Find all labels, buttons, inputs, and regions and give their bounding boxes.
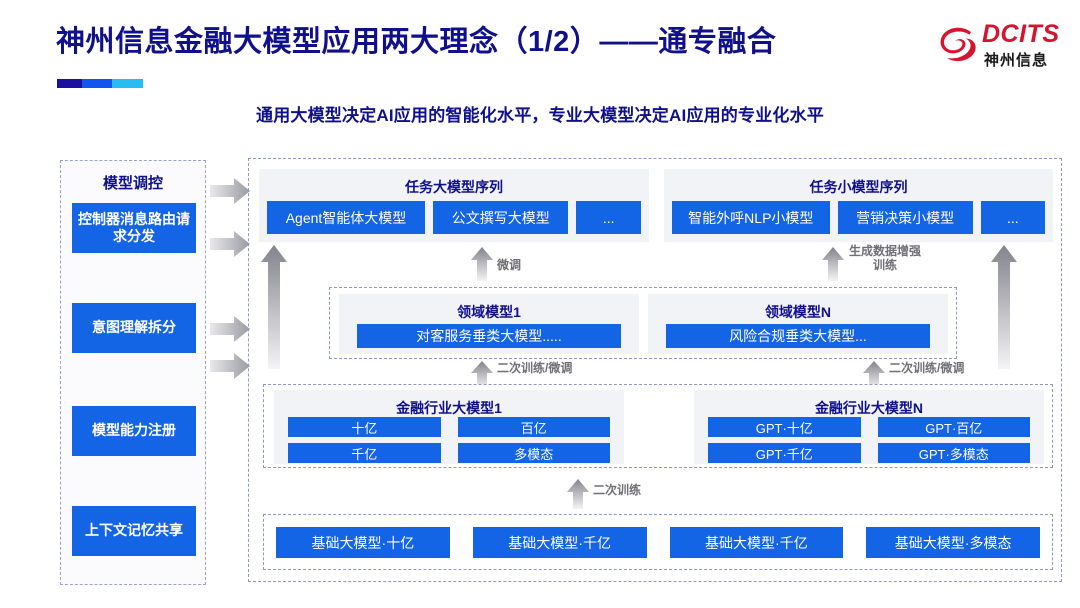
sidebar-item-registry[interactable]: 模型能力注册 bbox=[72, 406, 196, 456]
arrow-right-icon-2 bbox=[210, 231, 250, 257]
arrow-up-icon-finetune bbox=[471, 247, 493, 281]
industry-1-chip-grid: 十亿 百亿 千亿 多模态 bbox=[288, 417, 610, 463]
panel-title-industry-1: 金融行业大模型1 bbox=[396, 400, 502, 416]
panel-title-industry-n: 金融行业大模型N bbox=[814, 400, 924, 416]
arrow-up-icon-tall-right bbox=[991, 245, 1017, 369]
chip-ind1-multimodal[interactable]: 多模态 bbox=[457, 443, 610, 463]
chip-indn-gpt-ten-billion[interactable]: GPT·百亿 bbox=[877, 417, 1030, 437]
accent-segment-3 bbox=[112, 79, 143, 88]
task-big-chip-row: Agent智能体大模型 公文撰写大模型 ... bbox=[267, 201, 641, 234]
logo-brand-text: DCITS bbox=[982, 20, 1060, 48]
logo-brand-cn-text: 神州信息 bbox=[984, 52, 1049, 69]
arrow-right-icon-4 bbox=[210, 353, 250, 379]
chip-agent-model[interactable]: Agent智能体大模型 bbox=[267, 201, 426, 234]
chip-indn-gpt-billion[interactable]: GPT·十亿 bbox=[708, 417, 861, 437]
arrow-label-finetune: 微调 bbox=[497, 258, 522, 272]
panel-task-big-models: 任务大模型序列 Agent智能体大模型 公文撰写大模型 ... bbox=[259, 169, 649, 242]
sidebar-item-intent[interactable]: 意图理解拆分 bbox=[72, 303, 196, 353]
band-domain-models: 领域模型1 对客服务垂类大模型..... 领域模型N 风险合规垂类大模型... bbox=[329, 287, 957, 359]
sidebar-item-context-memory[interactable]: 上下文记忆共享 bbox=[72, 506, 196, 556]
title-accent-bar bbox=[57, 79, 143, 88]
panel-title-domain-1: 领域模型1 bbox=[457, 304, 521, 320]
chip-more-task-small[interactable]: ... bbox=[980, 201, 1045, 234]
chip-customer-service-vertical-model[interactable]: 对客服务垂类大模型..... bbox=[357, 324, 621, 348]
industry-n-chip-grid: GPT·十亿 GPT·百亿 GPT·千亿 GPT·多模态 bbox=[708, 417, 1030, 463]
panel-title-task-small: 任务小模型序列 bbox=[809, 179, 908, 195]
task-small-chip-row: 智能外呼NLP小模型 营销决策小模型 ... bbox=[672, 201, 1045, 234]
panel-task-small-models: 任务小模型序列 智能外呼NLP小模型 营销决策小模型 ... bbox=[664, 169, 1053, 242]
panel-industry-model-n: 金融行业大模型N GPT·十亿 GPT·百亿 GPT·千亿 GPT·多模态 bbox=[694, 390, 1044, 464]
band-base-models: 基础大模型·十亿 基础大模型·千亿 基础大模型·千亿 基础大模型·多模态 bbox=[263, 514, 1053, 570]
chip-nlp-outbound-model[interactable]: 智能外呼NLP小模型 bbox=[672, 201, 830, 234]
accent-segment-2 bbox=[82, 79, 112, 88]
sidebar-title: 模型调控 bbox=[102, 175, 163, 192]
accent-segment-1 bbox=[57, 79, 82, 88]
chip-base-hundred-b-2[interactable]: 基础大模型·千亿 bbox=[669, 527, 844, 558]
panel-industry-model-1: 金融行业大模型1 十亿 百亿 千亿 多模态 bbox=[274, 390, 624, 464]
architecture-diagram: 任务大模型序列 Agent智能体大模型 公文撰写大模型 ... 任务小模型序列 … bbox=[248, 158, 1062, 582]
panel-domain-model-1: 领域模型1 对客服务垂类大模型..... bbox=[339, 294, 639, 354]
arrow-up-icon-retrain-right bbox=[863, 361, 885, 389]
chip-risk-compliance-vertical-model[interactable]: 风险合规垂类大模型... bbox=[666, 324, 930, 348]
chip-base-billion[interactable]: 基础大模型·十亿 bbox=[276, 527, 450, 558]
sidebar-item-router[interactable]: 控制器消息路由请求分发 bbox=[72, 203, 196, 253]
chip-ind1-billion[interactable]: 十亿 bbox=[288, 417, 441, 437]
arrow-up-icon-data-aug bbox=[822, 247, 844, 281]
chip-marketing-decision-model[interactable]: 营销决策小模型 bbox=[837, 201, 973, 234]
arrow-right-icon-3 bbox=[210, 316, 250, 342]
panel-domain-model-n: 领域模型N 风险合规垂类大模型... bbox=[648, 294, 948, 354]
base-model-chip-row: 基础大模型·十亿 基础大模型·千亿 基础大模型·千亿 基础大模型·多模态 bbox=[276, 527, 1040, 558]
band-industry-models: 金融行业大模型1 十亿 百亿 千亿 多模态 金融行业大模型N GPT·十亿 GP… bbox=[263, 384, 1053, 468]
chip-ind1-hundred-bil[interactable]: 千亿 bbox=[288, 443, 441, 463]
chip-base-hundred-b-1[interactable]: 基础大模型·千亿 bbox=[472, 527, 647, 558]
arrow-label-retrain-finetune-left: 二次训练/微调 bbox=[497, 361, 573, 375]
panel-title-task-big: 任务大模型序列 bbox=[405, 179, 503, 195]
arrow-up-icon-tall-left bbox=[261, 245, 287, 369]
arrow-label-data-aug: 生成数据增强 训练 bbox=[849, 244, 922, 272]
chip-indn-gpt-multimodal[interactable]: GPT·多模态 bbox=[877, 443, 1030, 463]
panel-title-domain-n: 领域模型N bbox=[764, 304, 832, 320]
arrow-up-icon-retrain bbox=[567, 479, 589, 509]
subtitle: 通用大模型决定AI应用的智能化水平，专业大模型决定AI应用的专业化水平 bbox=[256, 106, 824, 125]
chip-more-task-big[interactable]: ... bbox=[576, 201, 641, 234]
chip-ind1-ten-billion[interactable]: 百亿 bbox=[457, 417, 610, 437]
arrow-right-icon-1 bbox=[210, 178, 250, 204]
arrow-label-retrain-finetune-right: 二次训练/微调 bbox=[889, 361, 965, 375]
chip-base-multimodal[interactable]: 基础大模型·多模态 bbox=[866, 527, 1040, 558]
chip-indn-gpt-hundred-bil[interactable]: GPT·千亿 bbox=[708, 443, 861, 463]
dcits-logo: DCITS 神州信息 bbox=[938, 20, 1066, 74]
model-control-sidebar: 模型调控 控制器消息路由请求分发 意图理解拆分 模型能力注册 上下文记忆共享 bbox=[60, 160, 206, 585]
chip-doc-writing-model[interactable]: 公文撰写大模型 bbox=[433, 201, 569, 234]
page-title: 神州信息金融大模型应用两大理念（1/2）——通专融合 bbox=[56, 26, 777, 58]
arrow-label-retrain: 二次训练 bbox=[593, 483, 642, 497]
swirl-icon bbox=[940, 27, 976, 62]
arrow-up-icon-retrain-left bbox=[471, 361, 493, 389]
